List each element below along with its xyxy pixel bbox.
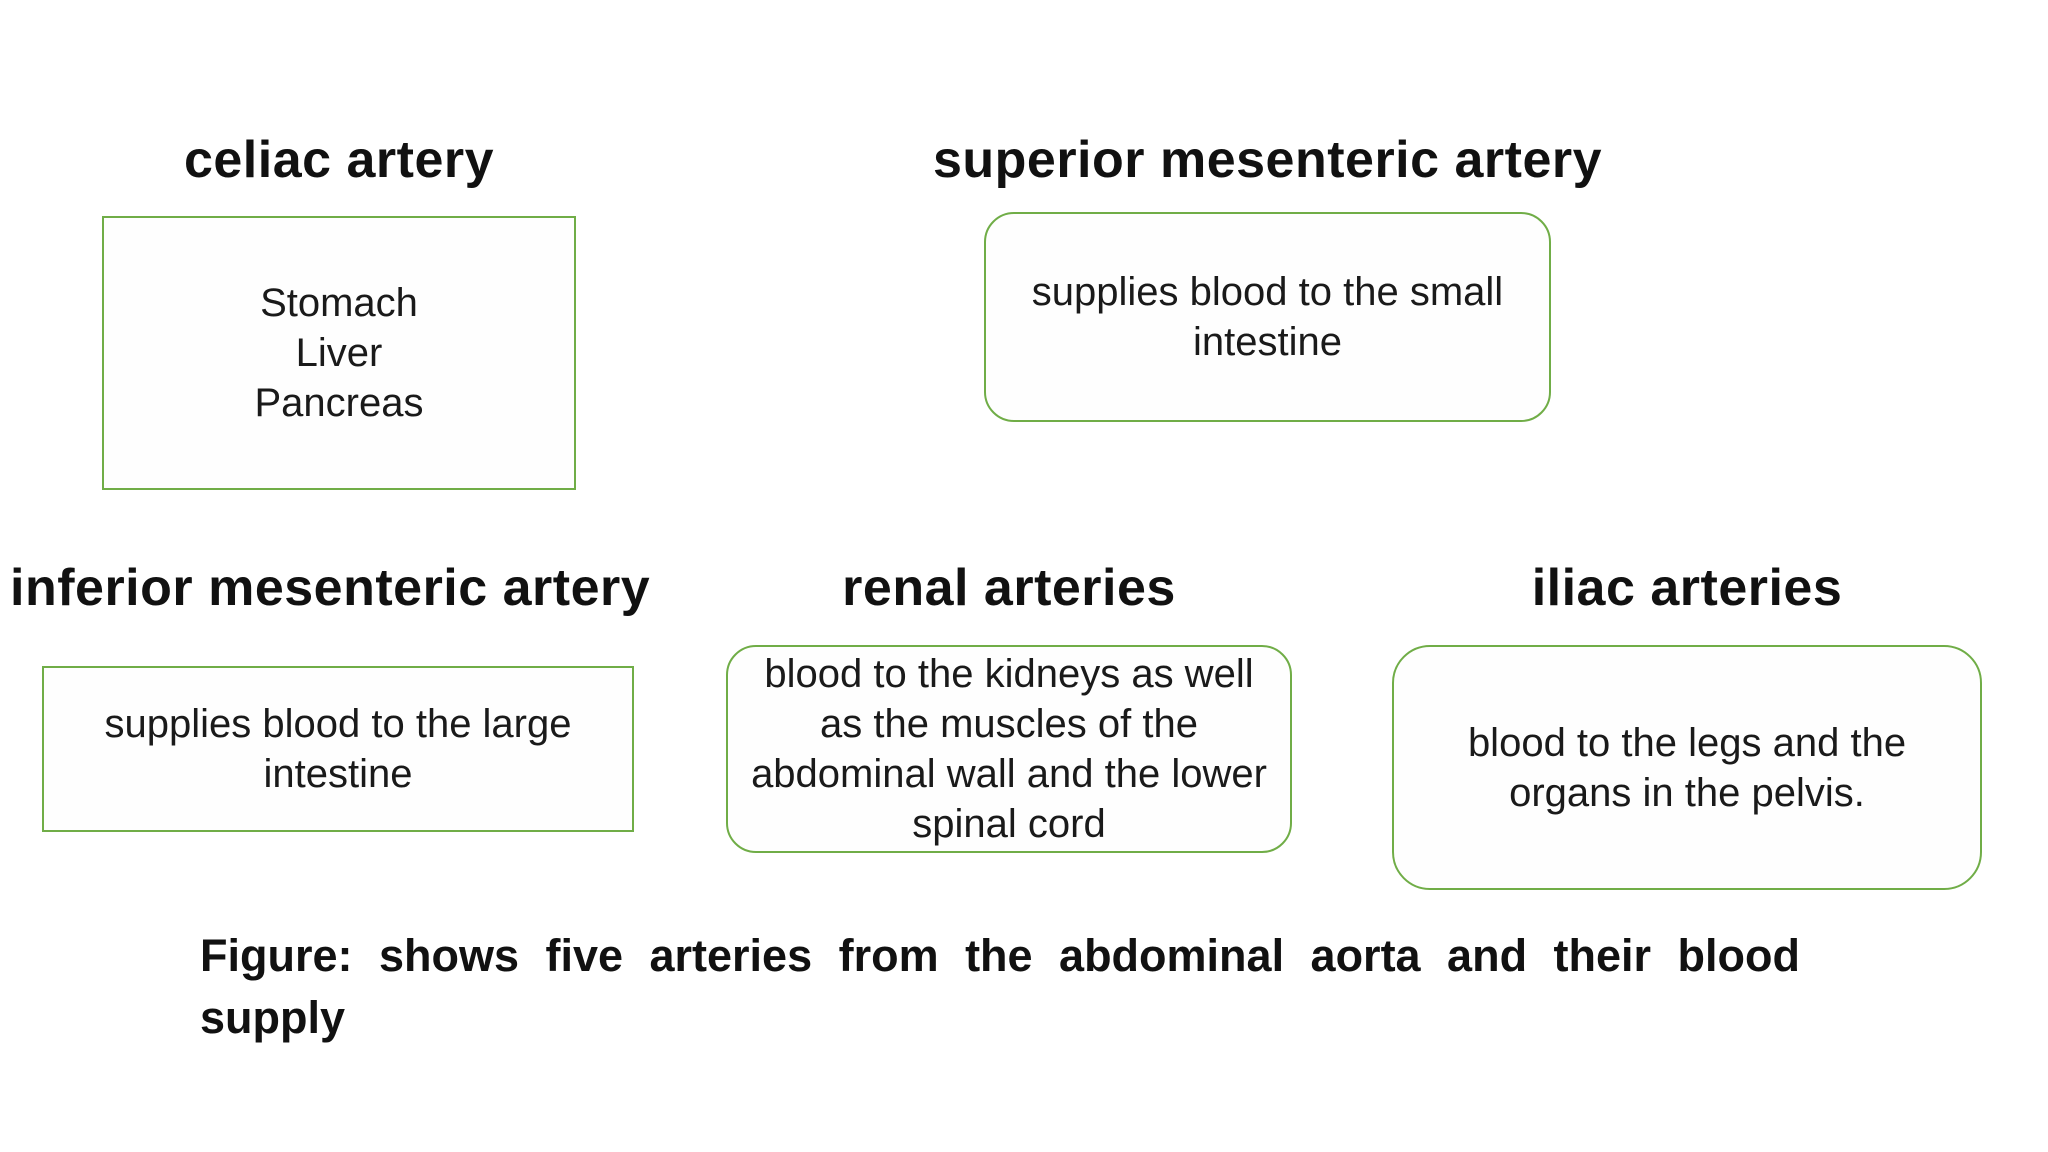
artery-title-celiac: celiac artery	[183, 131, 495, 189]
artery-box-renal: blood to the kidneys as well as the musc…	[726, 645, 1292, 853]
artery-box-inferior-mesenteric: supplies blood to the large intestine	[42, 666, 634, 832]
artery-title-iliac: iliac arteries	[1531, 559, 1843, 617]
artery-box-iliac: blood to the legs and the organs in the …	[1392, 645, 1982, 890]
artery-body-celiac: Stomach Liver Pancreas	[254, 281, 424, 425]
artery-title-inferior-mesenteric: inferior mesenteric artery	[10, 559, 651, 617]
artery-box-celiac: Stomach Liver Pancreas	[102, 216, 576, 490]
figure-caption-line1: Figure: shows five arteries from the abd…	[200, 930, 1800, 981]
artery-body-inferior-mesenteric: supplies blood to the large intestine	[104, 702, 572, 796]
artery-body-renal: blood to the kidneys as well as the musc…	[751, 652, 1267, 846]
figure-caption-line2: supply	[200, 992, 346, 1043]
artery-body-iliac: blood to the legs and the organs in the …	[1467, 720, 1907, 815]
figure-caption: Figure: shows five arteries from the abd…	[200, 925, 1800, 1049]
artery-title-renal: renal arteries	[842, 559, 1176, 617]
artery-body-superior-mesenteric: supplies blood to the small intestine	[1031, 270, 1504, 364]
artery-box-superior-mesenteric: supplies blood to the small intestine	[984, 212, 1551, 422]
artery-title-superior-mesenteric: superior mesenteric artery	[932, 131, 1603, 189]
